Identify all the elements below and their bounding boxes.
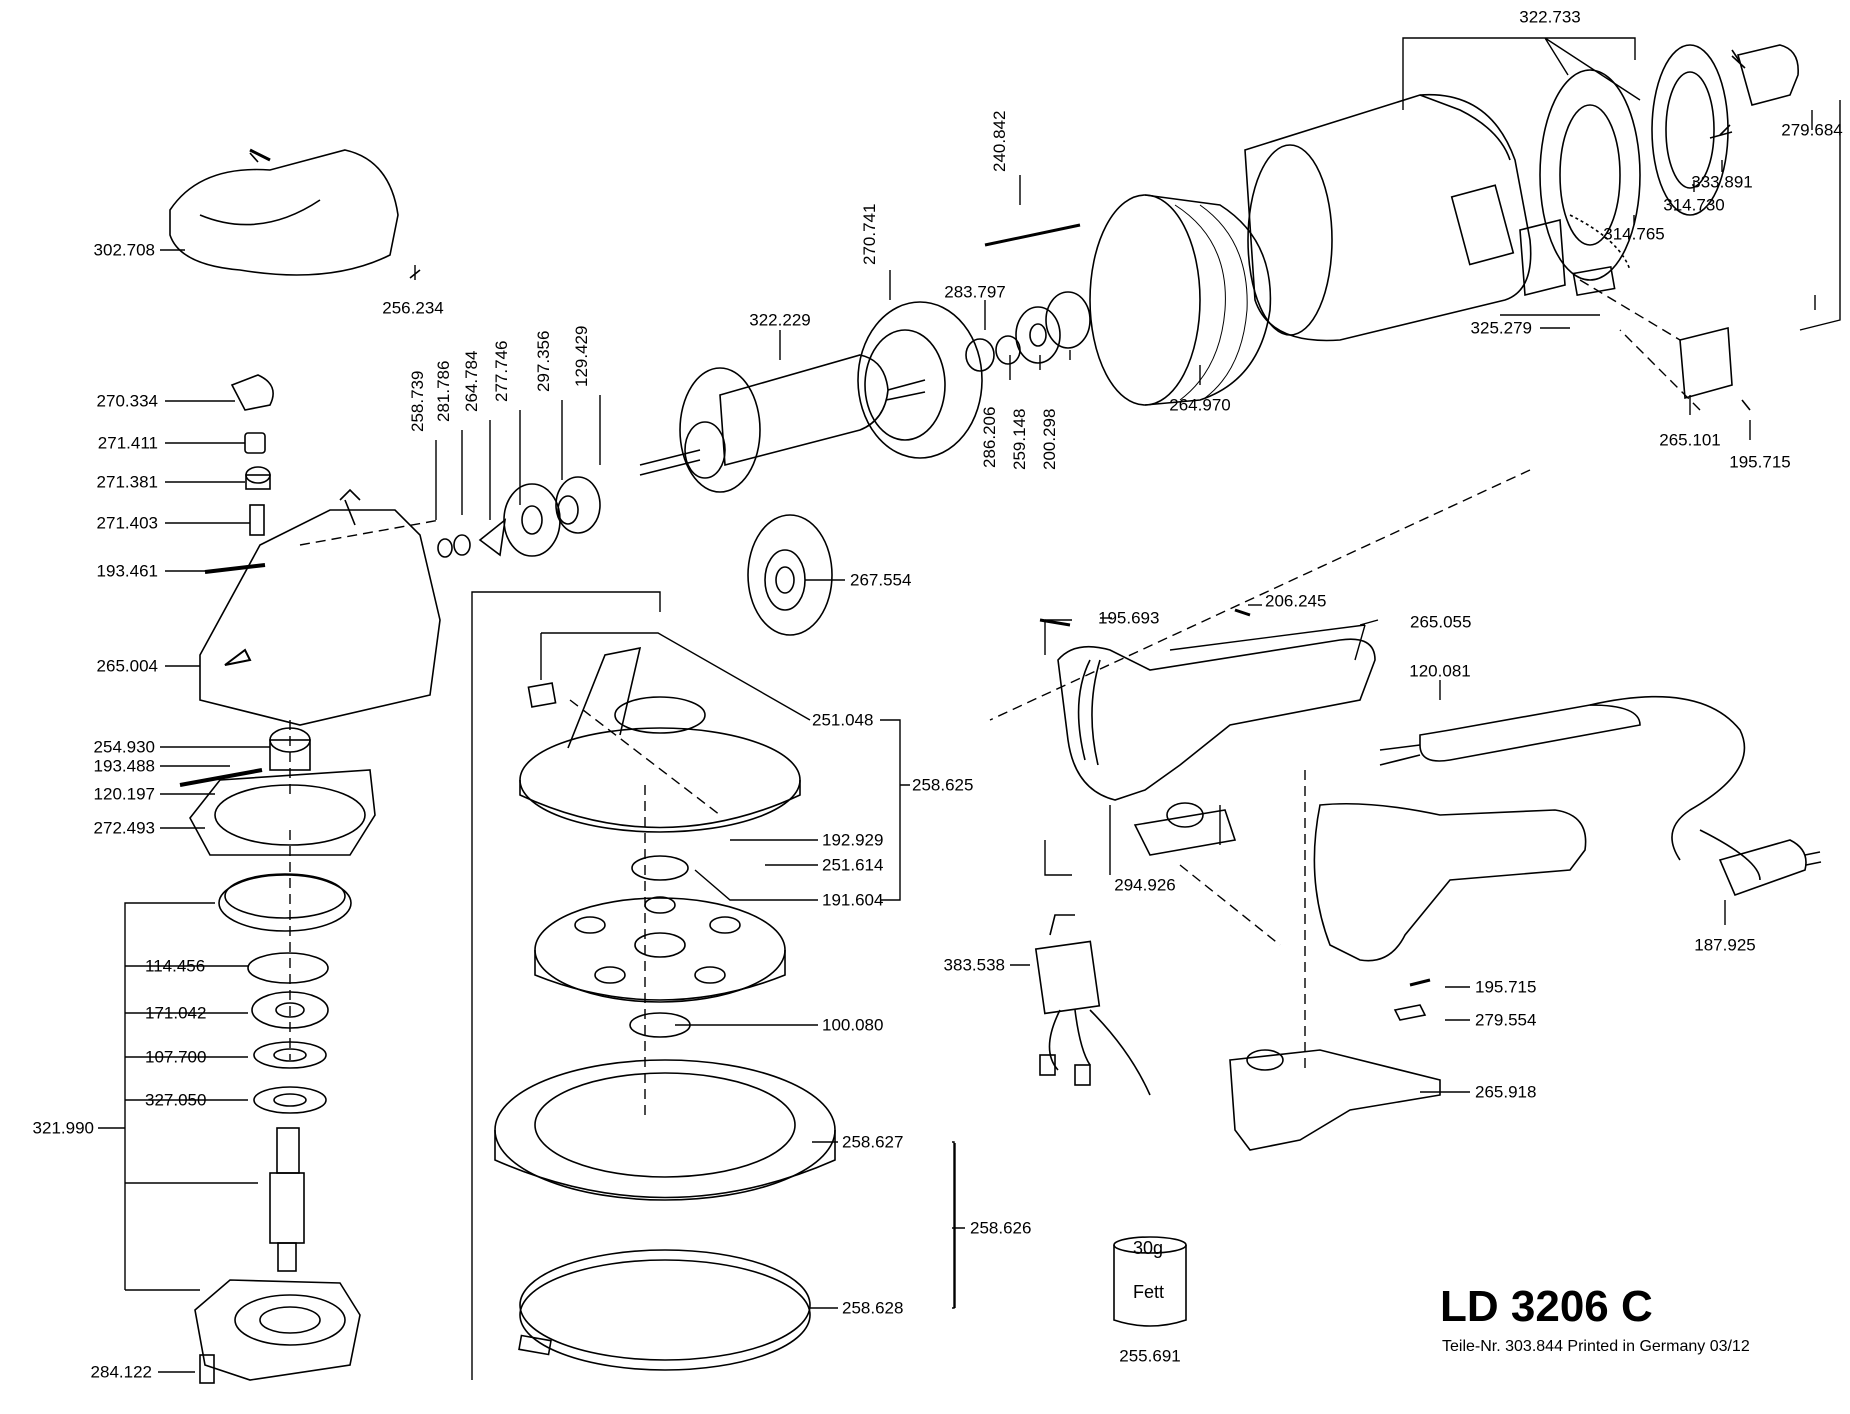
part-label-265918: 265.918 (1475, 1082, 1537, 1102)
clamp-band-258628 (518, 1249, 811, 1371)
part-label-314765: 314.765 (1603, 224, 1665, 244)
part-label-383538: 383.538 (943, 955, 1005, 975)
part-label-314730: 314.730 (1663, 195, 1725, 215)
part-label-286206: 286.206 (980, 406, 999, 468)
part-label-206245: 206.245 (1265, 591, 1327, 611)
bevel-gear (218, 873, 352, 932)
part-label-271411: 271.411 (97, 433, 158, 453)
part-label-258627: 258.627 (842, 1132, 904, 1152)
cord-120081 (1379, 695, 1761, 881)
grease-name: Fett (1133, 1282, 1165, 1302)
part-label-264784: 264.784 (462, 350, 481, 412)
spindle-lock (204, 374, 274, 574)
part-label-265055: 265.055 (1410, 612, 1472, 632)
part-label-283797: 283.797 (944, 282, 1006, 302)
fan-gear-267554 (747, 514, 833, 636)
part-label-281786: 281.786 (434, 360, 453, 422)
part-label-129429: 129.429 (572, 325, 591, 387)
part-label-251614: 251.614 (822, 855, 884, 875)
part-label-259148: 259.148 (1010, 408, 1029, 470)
rear-bearing (965, 291, 1091, 372)
brush-holder-325279 (1519, 214, 1631, 297)
electronics-383538 (1034, 914, 1151, 1096)
armature (639, 354, 926, 493)
part-label-270334: 270.334 (96, 391, 158, 411)
grease-amount: 30g (1133, 1238, 1164, 1258)
part-label-100080: 100.080 (822, 1015, 884, 1035)
part-label-256234: 256.234 (382, 298, 444, 318)
guard-302708 (169, 148, 399, 276)
part-label-240842: 240.842 (990, 110, 1009, 172)
plug-187925 (1718, 839, 1822, 897)
part-label-265004: 265.004 (96, 656, 158, 676)
part-label-195693: 195.693 (1098, 608, 1160, 628)
small-screws (249, 124, 1751, 1021)
part-label-187925: 187.925 (1694, 935, 1756, 955)
fan-baffle (857, 301, 983, 459)
part-label-271381: 271.381 (96, 472, 158, 492)
part-label-258739: 258.739 (408, 370, 427, 432)
part-label-322733: 322.733 (1519, 7, 1581, 27)
gear-head-265004 (199, 488, 441, 726)
brush-ring-258627 (494, 1059, 836, 1201)
part-label-171042: 171.042 (145, 1003, 207, 1023)
part-label-120197: 120.197 (93, 784, 155, 804)
part-label-270741: 270.741 (860, 203, 879, 265)
motor-housing (1244, 93, 1532, 342)
part-label-279554: 279.554 (1475, 1010, 1537, 1030)
part-label-192929: 192.929 (822, 830, 884, 850)
part-label-255691: 255.691 (1119, 1346, 1181, 1366)
part-label-258625: 258.625 (912, 775, 974, 795)
flange-100080 (629, 1012, 691, 1038)
part-label-271403: 271.403 (96, 513, 158, 533)
flange-272493 (179, 727, 376, 856)
part-label-107700: 107.700 (145, 1047, 207, 1067)
part-label-284122: 284.122 (90, 1362, 152, 1382)
part-label-251048: 251.048 (812, 710, 874, 730)
part-label-200298: 200.298 (1040, 408, 1059, 470)
spiral-gear-bearings (437, 476, 601, 558)
part-label-267554: 267.554 (850, 570, 912, 590)
part-label-258628: 258.628 (842, 1298, 904, 1318)
part-label-191604: 191.604 (822, 890, 884, 910)
part-label-333891: 333.891 (1691, 172, 1753, 192)
part-label-114456: 114.456 (145, 956, 206, 976)
bearing-flange-bottom (194, 1279, 361, 1384)
part-label-120081: 120.081 (1409, 661, 1471, 681)
part-label-193461: 193.461 (96, 561, 158, 581)
part-label-254930: 254.930 (93, 737, 155, 757)
brush-plate (1539, 44, 1729, 281)
brush-cap-265101 (1679, 326, 1733, 400)
pad-191604 (534, 855, 786, 1003)
footer-note: Teile-Nr. 303.844 Printed in Germany 03/… (1442, 1338, 1750, 1355)
grease-can (1113, 1236, 1187, 1327)
part-label-195715-a: 195.715 (1729, 452, 1791, 472)
part-label-195715-b: 195.715 (1475, 977, 1537, 997)
model-title: LD 3206 C (1440, 1282, 1653, 1331)
part-label-277746: 277.746 (492, 340, 511, 402)
part-label-279684: 279.684 (1781, 120, 1843, 140)
part-label-327050: 327.050 (145, 1090, 207, 1110)
dust-hood-258625 (519, 646, 801, 833)
spindle-bearings (247, 952, 329, 1114)
part-label-297356: 297.356 (534, 330, 553, 392)
part-label-294926: 294.926 (1114, 875, 1176, 895)
part-label-302708: 302.708 (93, 240, 155, 260)
part-label-258626: 258.626 (970, 1218, 1032, 1238)
switch-carrier-265918 (1229, 1049, 1441, 1151)
part-label-193488: 193.488 (93, 756, 155, 776)
part-label-272493: 272.493 (93, 818, 155, 838)
part-label-265101: 265.101 (1659, 430, 1721, 450)
cord-grommet (1731, 44, 1799, 106)
spindle-shaft (269, 1127, 305, 1272)
part-label-321990: 321.990 (32, 1118, 94, 1138)
switch-294926 (1133, 802, 1237, 856)
part-label-322229: 322.229 (749, 310, 811, 330)
stator (1089, 194, 1272, 406)
part-label-264970: 264.970 (1169, 395, 1231, 415)
handle-housing (1057, 638, 1376, 801)
handle-cover-265055 (1313, 802, 1587, 962)
part-label-325279: 325.279 (1470, 318, 1532, 338)
